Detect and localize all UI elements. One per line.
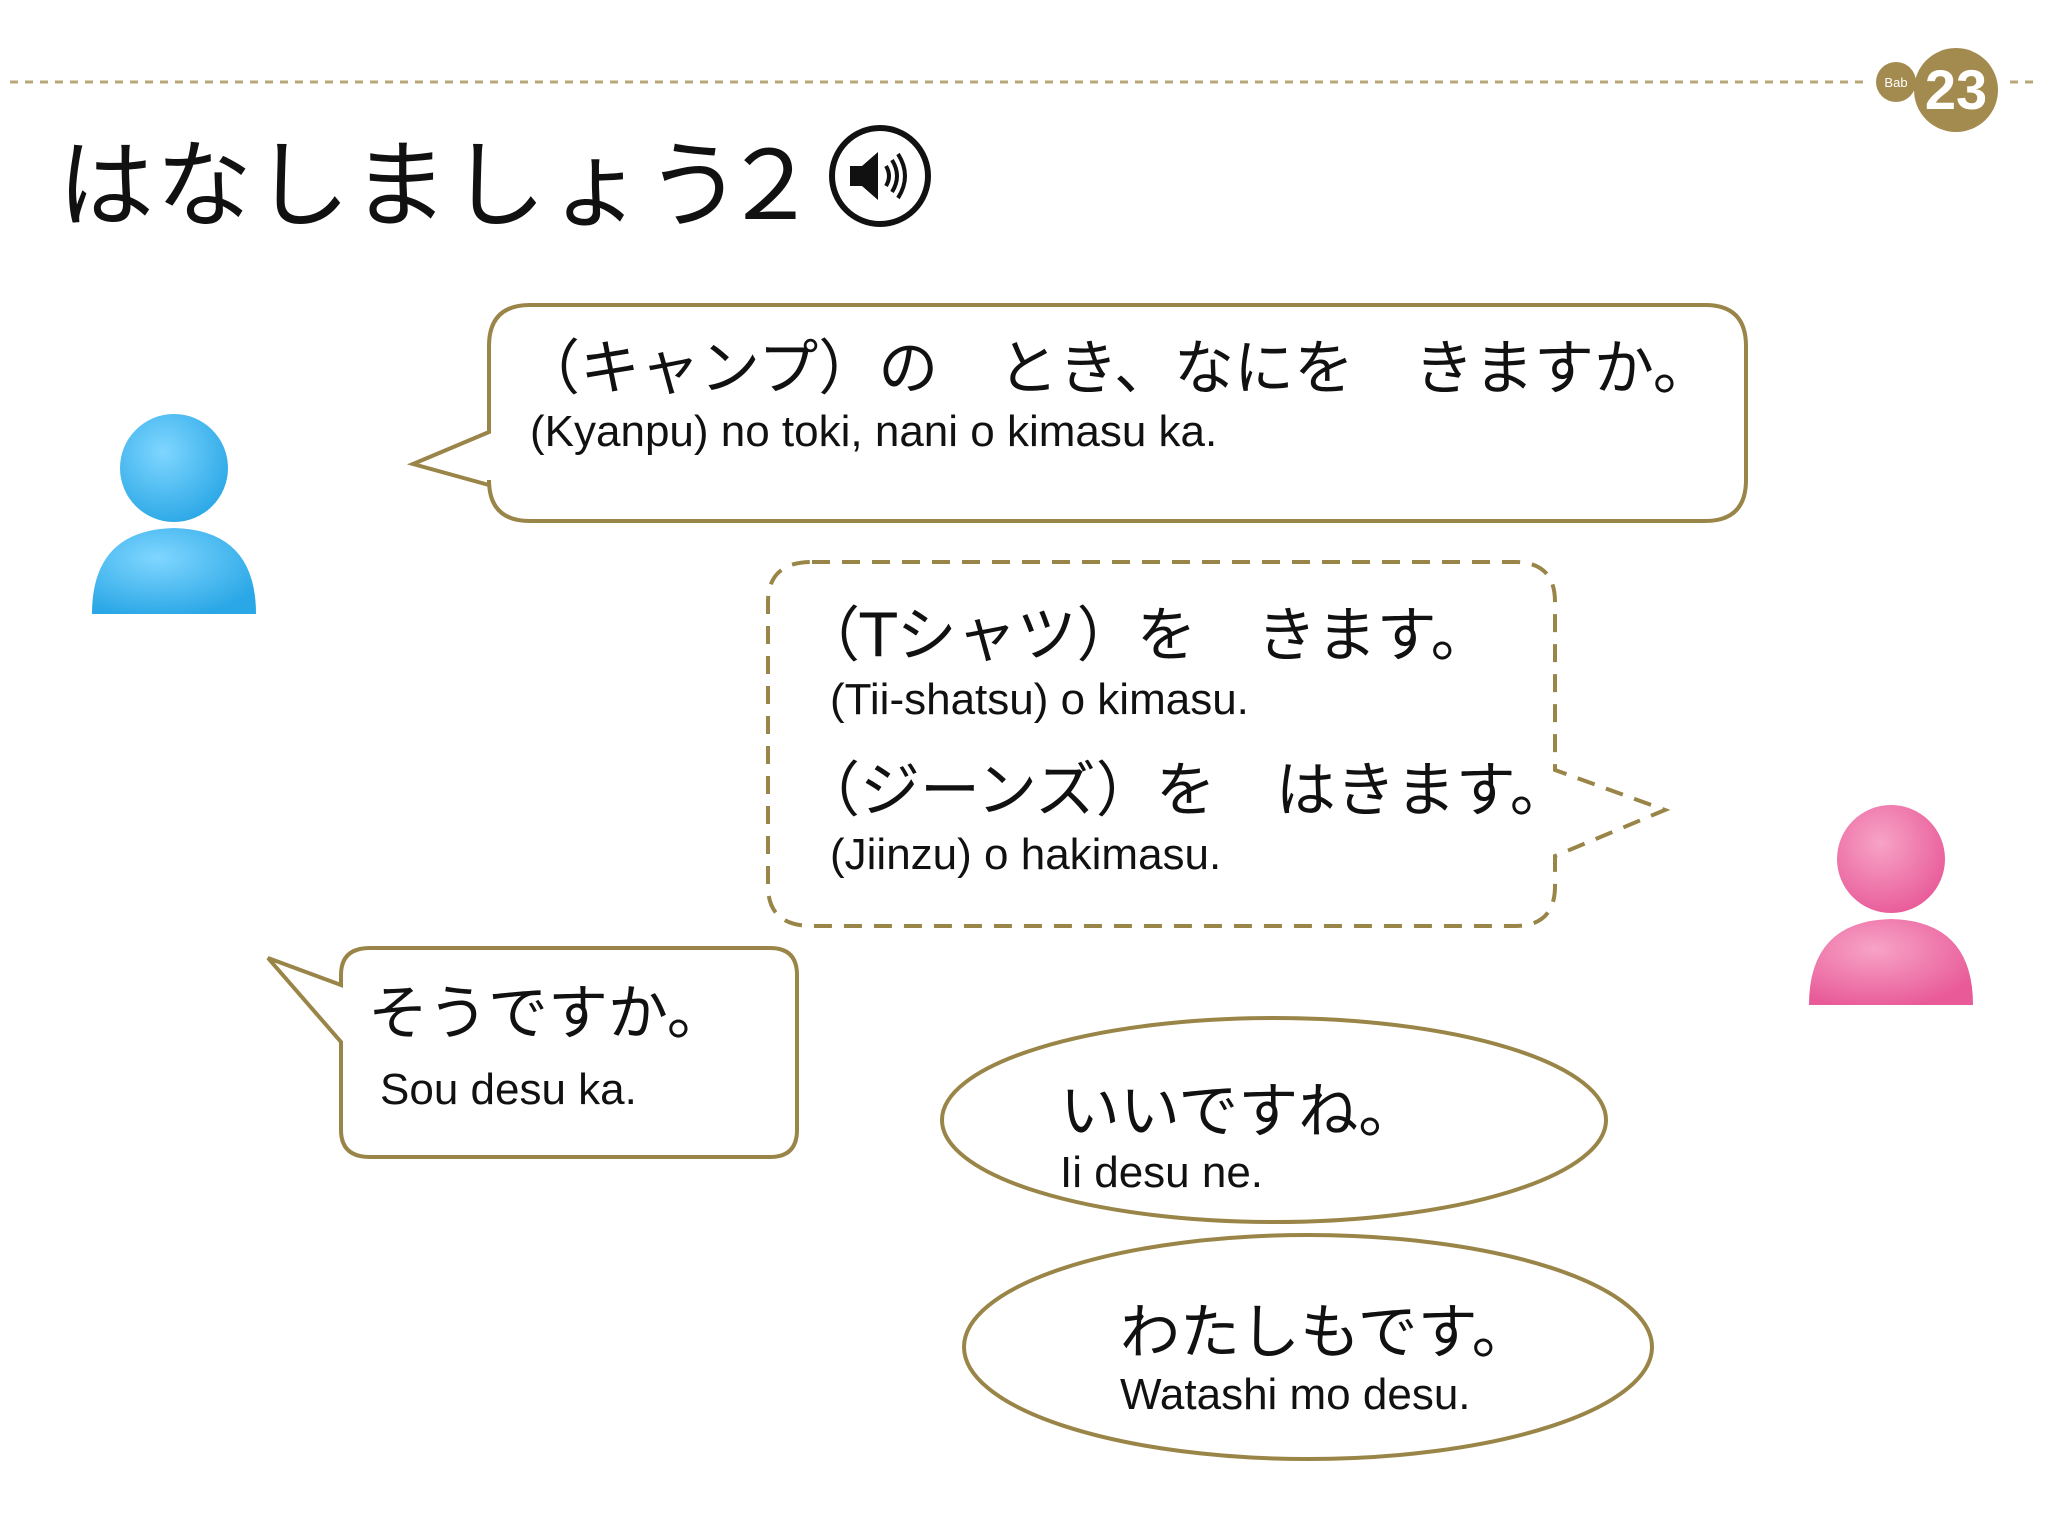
person-b-icon: [1809, 805, 1973, 1005]
dialogue-1-japanese: （キャンプ）の とき、なにを きますか。: [520, 334, 1713, 404]
dialogue-4-japanese: そうですか。: [368, 979, 727, 1049]
dialogue-3-japanese: （ジーンズ）を はきます。: [800, 756, 1570, 826]
chapter-badge: Bab 23: [1876, 48, 1998, 132]
dialogue-5-romaji: Ii desu ne.: [1060, 1148, 1264, 1197]
dialogue-6-romaji: Watashi mo desu.: [1120, 1370, 1471, 1419]
page-title-number: ２: [722, 130, 818, 242]
dialogue-3-romaji: (Jiinzu) o hakimasu.: [830, 830, 1222, 879]
dialogue-2-romaji: (Tii-shatsu) o kimasu.: [830, 675, 1249, 724]
speaker-icon: [850, 152, 907, 200]
dialogue-2-japanese: （Tシャツ）を きます。: [800, 601, 1491, 671]
top-dashed-rule: [10, 80, 2040, 84]
bubble-b1-outline: [766, 560, 1671, 928]
bubble-a1-outline: [406, 303, 1748, 523]
dialogue-6-japanese: わたしもです。: [1120, 1298, 1532, 1368]
bubble-c2-outline: [962, 1233, 1654, 1461]
bubble-a2-outline: [266, 946, 799, 1159]
page-title: はなしましょう: [58, 130, 744, 242]
dialogue-1-romaji: (Kyanpu) no toki, nani o kimasu ka.: [530, 407, 1218, 456]
dialogue-4-romaji: Sou desu ka.: [380, 1065, 637, 1114]
badge-prefix: Bab: [1884, 75, 1907, 90]
person-a-icon: [92, 414, 256, 614]
dialogue-5-japanese: いいですね。: [1060, 1077, 1419, 1147]
badge-number: 23: [1925, 58, 1987, 121]
audio-play-button[interactable]: [826, 122, 934, 230]
bubble-c1-outline: [940, 1016, 1608, 1224]
